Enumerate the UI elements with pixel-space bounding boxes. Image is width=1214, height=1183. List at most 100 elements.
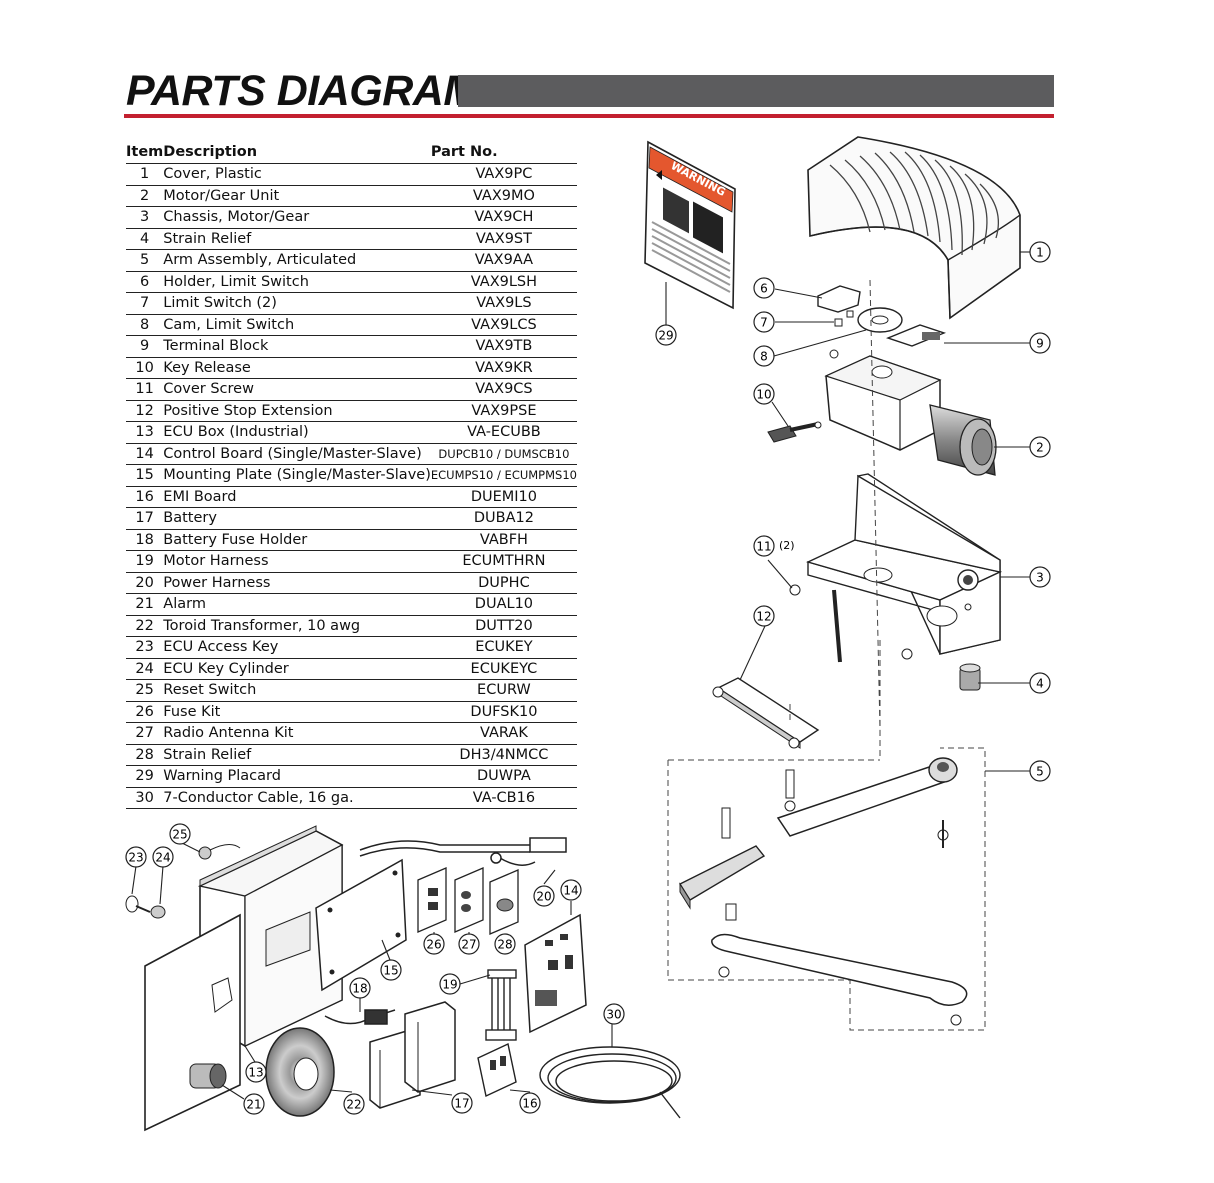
callout-label: 9: [1036, 337, 1044, 351]
callout-circle: [169, 823, 191, 845]
callout-label: 7: [760, 316, 768, 330]
callout-circle: [245, 1061, 267, 1083]
item-description: ECU Key Cylinder: [163, 658, 431, 680]
item-description: Control Board (Single/Master-Slave): [163, 443, 431, 465]
item-part-number: VAX9LCS: [430, 314, 577, 336]
callout-label: 2: [1036, 441, 1044, 455]
callout-circle: [494, 933, 516, 955]
callout-circle: [1029, 760, 1051, 782]
item-description: Alarm: [163, 593, 431, 616]
callout-15: 15: [380, 959, 402, 981]
callout-label: 22: [346, 1098, 361, 1112]
callout-circle: [753, 535, 775, 557]
callout-4: 4: [1029, 672, 1051, 694]
callout-19: 19: [439, 973, 461, 995]
callout-circle: [439, 973, 461, 995]
callout-1: 1: [1029, 241, 1051, 263]
callout-22: 22: [343, 1093, 365, 1115]
item-number: 29: [126, 765, 164, 788]
item-number: 10: [126, 357, 164, 379]
callout-5: 5: [1029, 760, 1051, 782]
control-board: [524, 913, 587, 1034]
item-description: Terminal Block: [163, 335, 431, 358]
callout-16: 16: [519, 1092, 541, 1114]
callout-circle: [1029, 241, 1051, 263]
callout-circle: [533, 885, 555, 907]
item-number: 5: [126, 249, 164, 272]
conductor-cable: [539, 1046, 681, 1119]
toroid-transformer: [265, 1027, 335, 1117]
callout-label: 23: [128, 851, 143, 865]
item-number: 15: [126, 464, 164, 487]
item-part-number: DUAL10: [430, 593, 577, 616]
item-number: 28: [126, 744, 164, 766]
item-description: Key Release: [163, 357, 431, 379]
callout-label: 17: [454, 1097, 469, 1111]
callout-29: 29: [655, 324, 677, 346]
item-description: Cover Screw: [163, 378, 431, 401]
item-description: Limit Switch (2): [163, 292, 431, 315]
callout-11-note: (2): [779, 539, 795, 552]
item-part-number: VAX9TB: [430, 335, 577, 358]
small-kits: [417, 867, 519, 935]
item-number: 23: [126, 636, 164, 659]
item-part-number: VARAK: [430, 722, 577, 745]
callout-label: 30: [606, 1008, 621, 1022]
callout-label: 21: [246, 1098, 261, 1112]
motor-gear-unit: [824, 349, 997, 476]
callout-11: 11: [753, 535, 775, 557]
callout-label: 8: [760, 350, 768, 364]
callout-label: 20: [536, 890, 551, 904]
callout-circle: [125, 846, 147, 868]
item-part-number: VAX9AA: [430, 249, 577, 272]
callout-label: 15: [383, 964, 398, 978]
header-part-no: Part No.: [430, 141, 577, 164]
alarm: [189, 1063, 227, 1089]
item-part-number: DUFSK10: [430, 701, 577, 723]
callout-27: 27: [458, 933, 480, 955]
item-number: 12: [126, 400, 164, 422]
item-description: Mounting Plate (Single/Master-Slave): [163, 464, 431, 487]
callout-25: 25: [169, 823, 191, 845]
item-description: Strain Relief: [163, 744, 431, 766]
callout-circle: [560, 879, 582, 901]
callout-circle: [451, 1092, 473, 1114]
item-description: Holder, Limit Switch: [163, 271, 431, 293]
callout-circle: [753, 311, 775, 333]
callout-label: 6: [760, 282, 768, 296]
callout-label: 18: [352, 982, 367, 996]
callout-label: 25: [172, 828, 187, 842]
item-number: 4: [126, 228, 164, 250]
callout-label: 13: [248, 1066, 263, 1080]
item-number: 6: [126, 271, 164, 293]
callout-label: 5: [1036, 765, 1044, 779]
callout-circle: [753, 345, 775, 367]
item-description: 7-Conductor Cable, 16 ga.: [163, 787, 431, 809]
callout-circle: [655, 324, 677, 346]
item-number: 24: [126, 658, 164, 680]
item-part-number: VAX9LSH: [430, 271, 577, 293]
item-number: 7: [126, 292, 164, 315]
callout-label: 3: [1036, 571, 1044, 585]
callout-label: 27: [461, 938, 476, 952]
item-description: Positive Stop Extension: [163, 400, 431, 422]
item-part-number: VAX9PSE: [430, 400, 577, 422]
item-part-number: DUEMI10: [430, 486, 577, 508]
header-description: Description: [163, 141, 431, 164]
item-description: Motor/Gear Unit: [163, 185, 431, 207]
item-part-number: ECUMPS10 / ECUMPMS10: [430, 464, 577, 487]
item-description: Warning Placard: [163, 765, 431, 788]
